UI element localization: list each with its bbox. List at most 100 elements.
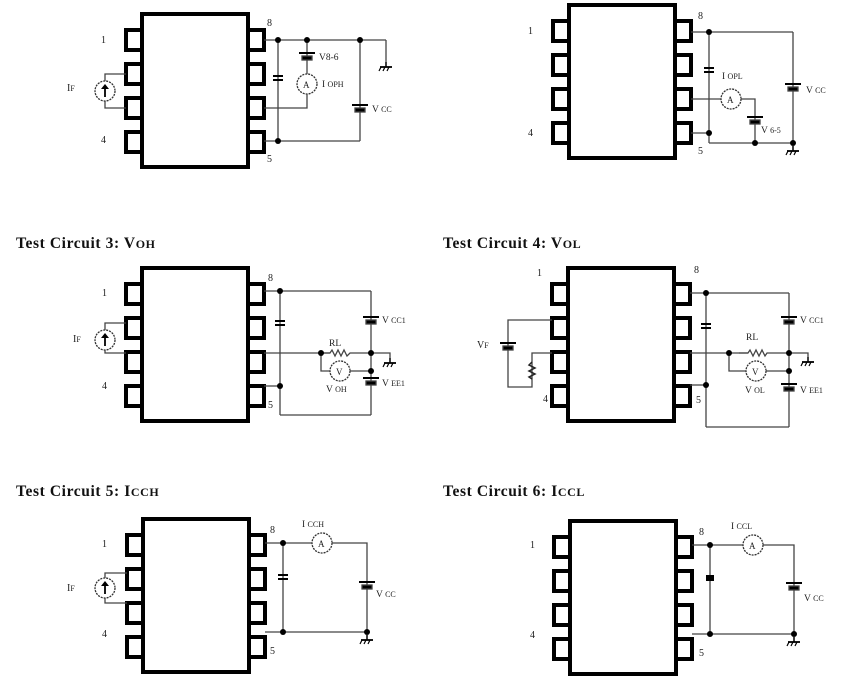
junctions <box>703 290 792 388</box>
if-label: IF <box>67 583 75 594</box>
voltmeter-label: V <box>336 367 343 377</box>
v65-label: V 6-5 <box>761 126 781 136</box>
circuit-3 <box>94 266 397 423</box>
pin-8-label: 8 <box>699 527 704 538</box>
pin-5-label: 5 <box>267 154 272 165</box>
junctions <box>277 288 374 389</box>
circuit-5-labels: 1 4 8 5 IF A I CCH V CC <box>67 520 396 657</box>
ammeter-label: A <box>727 95 734 105</box>
pin-8-label: 8 <box>694 265 699 276</box>
pin-5-label: 5 <box>268 400 273 411</box>
ground-icon <box>378 61 393 72</box>
rl-label: RL <box>329 339 341 349</box>
icch-label: I CCH <box>302 520 324 530</box>
chip-body <box>124 12 266 169</box>
arrow-head-icon <box>101 581 109 586</box>
chip-body <box>550 266 692 423</box>
pin-8-label: 8 <box>270 525 275 536</box>
rl-label: RL <box>746 333 758 343</box>
title-subscript: CCH <box>130 485 160 499</box>
pin-1-label: 1 <box>528 26 533 37</box>
junctions <box>275 37 363 144</box>
pin-8-label: 8 <box>698 11 703 22</box>
wire <box>371 352 391 358</box>
pin-8-label: 8 <box>268 273 273 284</box>
wire <box>320 353 330 372</box>
circuit-6 <box>552 519 803 676</box>
title-subscript: OH <box>135 237 156 251</box>
ioph-label: I OPH <box>322 80 344 90</box>
wire <box>332 542 368 632</box>
resistor-icon <box>739 348 789 358</box>
ground-icon <box>382 357 397 368</box>
ground-icon <box>800 356 815 367</box>
voltmeter-label: V <box>752 367 759 377</box>
pin-4-label: 4 <box>102 629 107 640</box>
circuit-4-title: Test Circuit 4: VOL <box>443 235 581 253</box>
vf-label: VF <box>477 340 489 351</box>
vol-label: V OL <box>745 386 765 396</box>
circuit-5-title: Test Circuit 5: ICCH <box>16 483 159 501</box>
circuit-2 <box>551 3 802 160</box>
pin-1-label: 1 <box>101 35 106 46</box>
pin-4-label: 4 <box>528 128 533 139</box>
vcc-label: V CC <box>376 590 396 600</box>
circuit-6-title: Test Circuit 6: ICCL <box>443 483 585 501</box>
wire <box>104 572 127 578</box>
capacitor-icon <box>706 575 714 581</box>
ammeter-label: A <box>749 541 756 551</box>
vcc1-label: V CC1 <box>382 316 406 326</box>
circuit-3-labels: 1 4 8 5 IF RL V V OH V CC1 V EE1 <box>73 273 406 411</box>
voh-label: V OH <box>326 385 347 395</box>
junctions <box>707 542 797 637</box>
resistor-icon <box>527 361 537 380</box>
vcc1-label: V CC1 <box>800 316 824 326</box>
circuit-1 <box>94 12 393 169</box>
circuit-6-labels: 1 4 8 5 A I CCL V CC <box>530 522 824 659</box>
pin-1-label: 1 <box>537 268 542 279</box>
ground-icon <box>359 634 374 645</box>
pin-5-label: 5 <box>270 646 275 657</box>
title-text: Test Circuit 5: I <box>16 483 131 500</box>
iopl-label: I OPL <box>722 72 743 82</box>
junctions <box>706 29 796 146</box>
wire <box>104 101 126 109</box>
pin-1-label: 1 <box>530 540 535 551</box>
wire <box>104 322 126 330</box>
title-subscript: OL <box>562 237 582 251</box>
vee1-label: V EE1 <box>382 379 405 389</box>
circuit-3-title: Test Circuit 3: VOH <box>16 235 156 253</box>
title-subscript: CCL <box>557 485 585 499</box>
vcc-label: V CC <box>804 594 824 604</box>
pin-5-label: 5 <box>696 395 701 406</box>
arrow-head-icon <box>101 333 109 338</box>
title-text: Test Circuit 6: I <box>443 483 558 500</box>
if-label: IF <box>73 334 81 345</box>
circuit-4 <box>499 266 815 428</box>
chip-body <box>124 266 266 423</box>
pin-8-label: 8 <box>267 18 272 29</box>
pin-4-label: 4 <box>101 135 106 146</box>
wire <box>741 98 756 143</box>
vcc-label: V CC <box>372 105 392 115</box>
chip-body <box>552 519 694 676</box>
vcc-label: V CC <box>806 86 826 96</box>
ground-icon <box>786 636 801 647</box>
chip-body <box>551 3 693 160</box>
wire <box>728 353 746 372</box>
iccl-label: I CCL <box>731 522 752 532</box>
if-label: IF <box>67 83 75 94</box>
wire <box>763 544 795 634</box>
wire <box>104 73 126 82</box>
resistor-icon <box>321 348 371 358</box>
wire <box>507 319 552 388</box>
arrow-head-icon <box>101 84 109 89</box>
ground-icon <box>785 145 800 156</box>
pin-4-label: 4 <box>543 394 548 405</box>
v86-label: V8-6 <box>319 53 339 63</box>
wire <box>789 352 809 357</box>
title-text: Test Circuit 3: V <box>16 235 136 252</box>
vee1-label: V EE1 <box>800 386 823 396</box>
circuit-5 <box>94 517 376 674</box>
